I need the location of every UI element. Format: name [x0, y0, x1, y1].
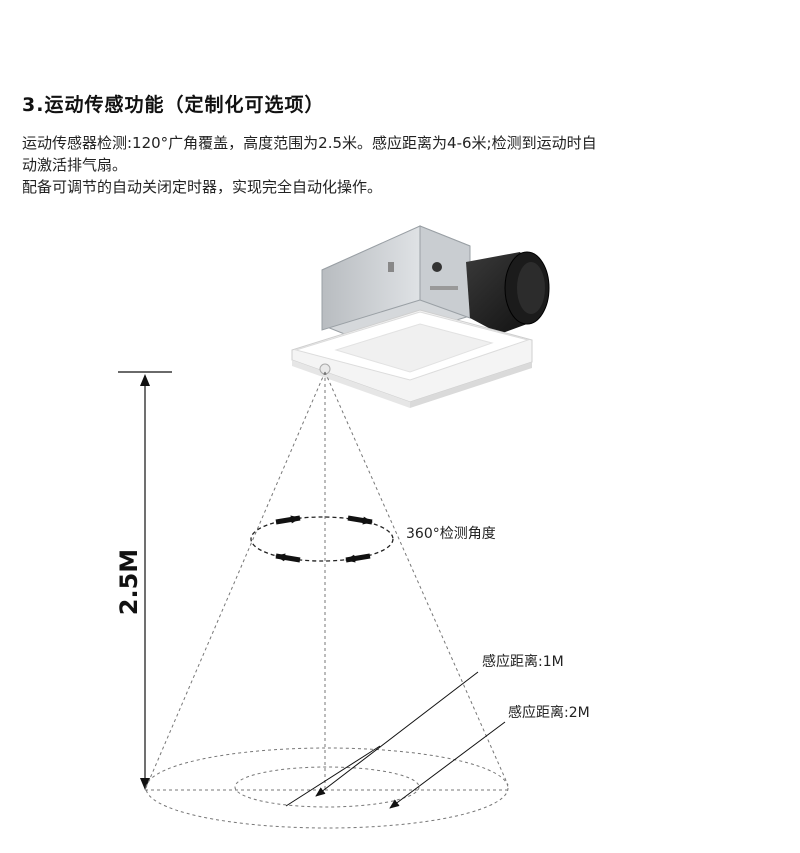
section-heading: 3.运动传感功能（定制化可选项）	[22, 94, 325, 116]
rotation-arrow-icon	[275, 515, 301, 525]
detection-zone-1m	[234, 766, 420, 808]
description-line-3: 配备可调节的自动关闭定时器，实现完全自动化操作。	[22, 178, 383, 196]
ground-detection-zones	[145, 747, 509, 829]
detection-zone-2m	[145, 747, 509, 829]
distance-label-1m: 感应距离:1M	[482, 653, 564, 670]
section-description: 运动传感器检测:120°广角覆盖，高度范围为2.5米。感应距离为4-6米;检测到…	[22, 132, 742, 198]
distance-callouts: 感应距离:1M 感应距离:2M	[285, 653, 590, 809]
rotation-arrow-icon	[275, 553, 301, 563]
rotation-arrow-icon	[347, 515, 373, 525]
rotation-arrow-icon	[345, 553, 371, 563]
distance-label-2m: 感应距离:2M	[508, 704, 590, 721]
height-indicator: 2.5M	[115, 371, 172, 790]
description-line-1: 运动传感器检测:120°广角覆盖，高度范围为2.5米。感应距离为4-6米;检测到…	[22, 134, 597, 152]
rotation-label: 360°检测角度	[406, 526, 496, 542]
rotation-indicator: 360°检测角度	[250, 515, 496, 563]
ceiling-exhaust-fan-icon	[291, 225, 550, 408]
description-line-2: 动激活排气扇。	[22, 156, 128, 174]
detection-cone	[144, 371, 509, 791]
height-label: 2.5M	[115, 549, 143, 615]
